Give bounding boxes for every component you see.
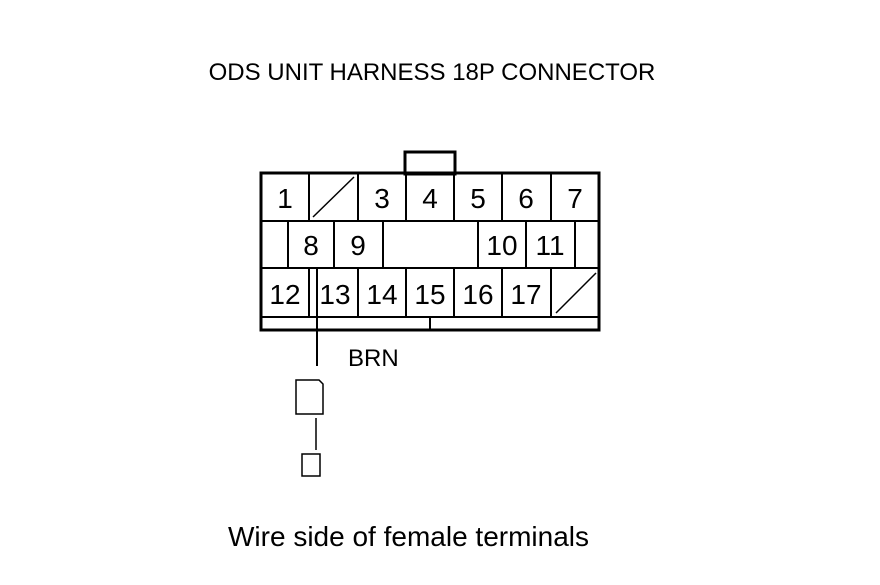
terminal-5: 5 xyxy=(470,183,486,214)
terminal-11: 11 xyxy=(535,230,564,261)
terminal-6: 6 xyxy=(518,183,534,214)
probe-wire xyxy=(295,268,324,477)
terminal-labels: 1 3 4 5 6 7 8 9 10 11 12 13 14 15 16 17 xyxy=(269,183,582,310)
terminal-13: 13 xyxy=(319,279,350,310)
terminal-14: 14 xyxy=(366,279,397,310)
terminal-9: 9 xyxy=(350,230,366,261)
terminal-15: 15 xyxy=(414,279,445,310)
empty-cavity-2 xyxy=(312,176,355,218)
terminal-17: 17 xyxy=(510,279,541,310)
wire-color-label: BRN xyxy=(348,345,399,372)
terminal-1: 1 xyxy=(277,183,293,214)
terminal-3: 3 xyxy=(374,183,390,214)
terminal-4: 4 xyxy=(422,183,438,214)
locking-tab xyxy=(403,150,457,176)
terminal-16: 16 xyxy=(462,279,493,310)
terminal-7: 7 xyxy=(567,183,583,214)
probe-pin-upper xyxy=(295,379,324,415)
diagram-title: ODS UNIT HARNESS 18P CONNECTOR xyxy=(209,59,656,86)
terminal-10: 10 xyxy=(486,230,517,261)
terminal-8: 8 xyxy=(303,230,319,261)
probe-pin-lower xyxy=(301,453,321,477)
empty-cavity-18 xyxy=(555,272,597,314)
terminal-12: 12 xyxy=(269,279,300,310)
diagram-caption: Wire side of female terminals xyxy=(228,521,589,552)
